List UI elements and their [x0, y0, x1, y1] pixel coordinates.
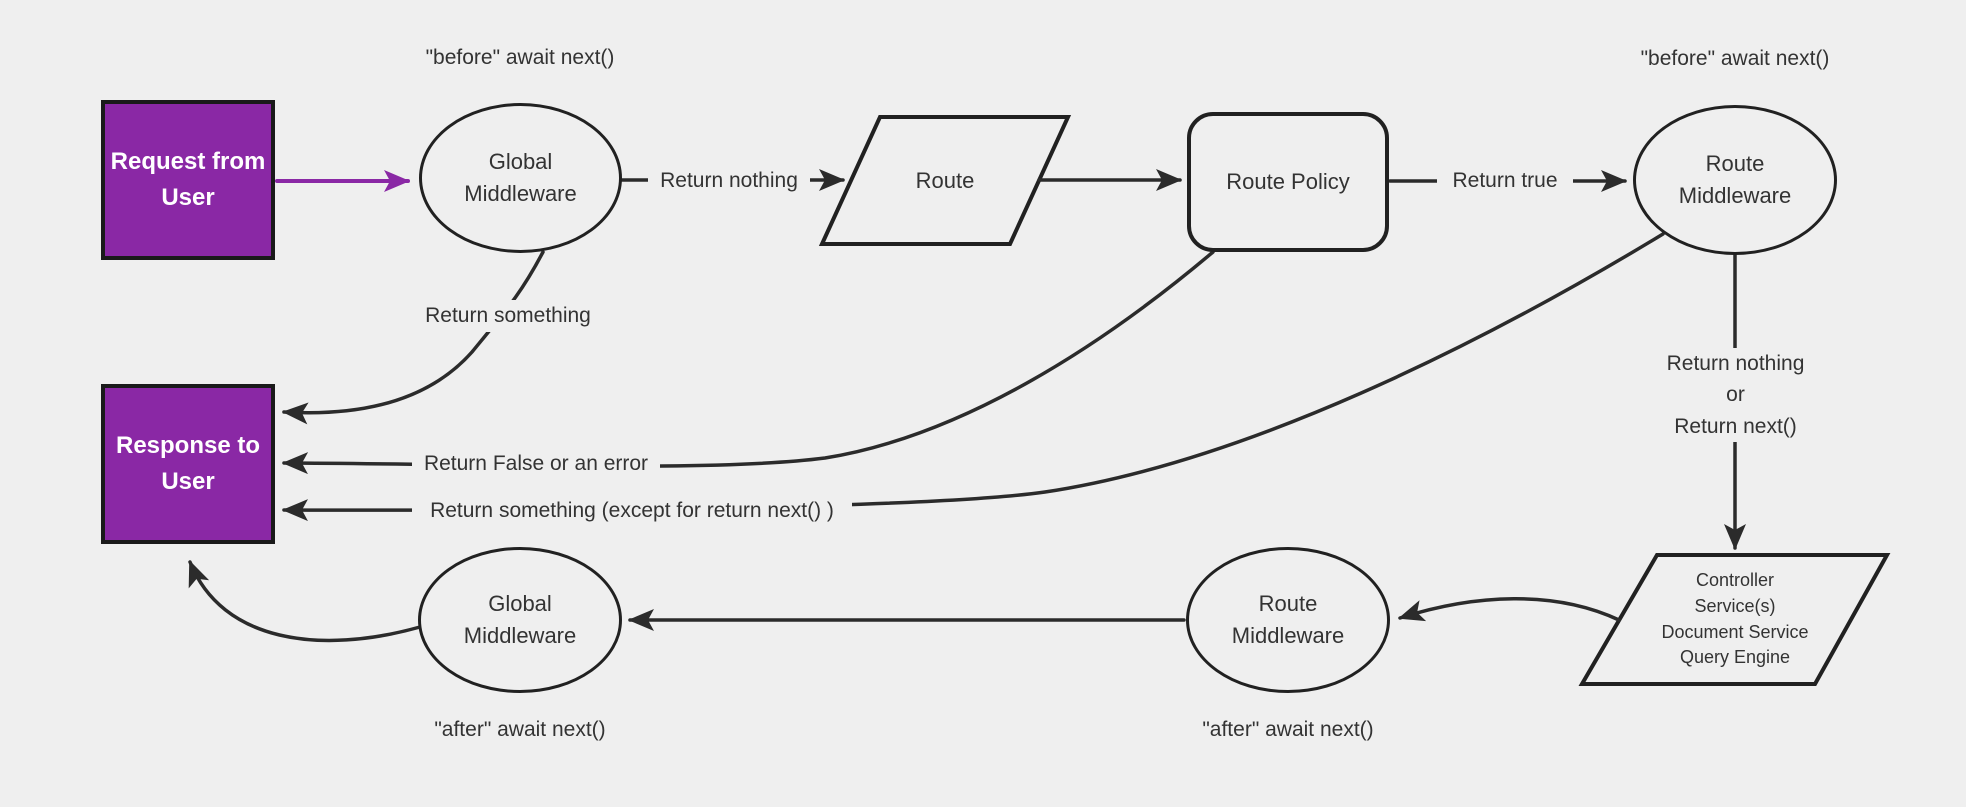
- route-middleware-top-node: [1633, 105, 1837, 255]
- before-await-next-label-right: "before" await next(): [1630, 43, 1840, 75]
- request-from-user-node: [101, 100, 275, 260]
- after-await-next-label-right: "after" await next(): [1183, 714, 1393, 746]
- request-from-user-label: Request from User: [110, 148, 266, 211]
- response-to-user-node: [101, 384, 275, 544]
- return-nothing-or-next-label: Return nothing or Return next(): [1648, 348, 1823, 442]
- return-something-except-label: Return something (except for return next…: [412, 495, 852, 527]
- edge-controller-to-route-middleware-bottom: [1398, 597, 1621, 622]
- return-something-label: Return something: [414, 300, 602, 332]
- response-to-user-label: Response to User: [115, 432, 261, 495]
- controller-services-label: Controller Service(s) Document Service Q…: [1661, 570, 1809, 668]
- after-await-next-label-left: "after" await next(): [415, 714, 625, 746]
- global-middleware-top-label: Global Middleware: [464, 149, 577, 206]
- route-middleware-bottom-node: [1186, 547, 1390, 693]
- edge-return-false-to-response: [282, 250, 1215, 475]
- route-middleware-bottom-label: Route Middleware: [1231, 591, 1345, 648]
- route-policy-node: [1187, 112, 1389, 252]
- global-middleware-bottom-label: Global Middleware: [463, 591, 577, 648]
- return-true-label: Return true: [1437, 165, 1573, 197]
- global-middleware-bottom-node: [418, 547, 622, 693]
- return-false-or-error-label: Return False or an error: [412, 448, 660, 480]
- route-middleware-top-label: Route Middleware: [1678, 151, 1792, 208]
- route-label: Route: [915, 167, 975, 193]
- before-await-next-label-left: "before" await next(): [415, 42, 625, 74]
- edge-return-something-to-response: [282, 250, 545, 425]
- return-nothing-label: Return nothing: [648, 165, 810, 197]
- edge-global-middleware-bottom-to-response: [188, 560, 422, 643]
- controller-parallelogram-shape: [1578, 553, 1891, 686]
- global-middleware-top-node: [419, 103, 622, 253]
- route-policy-label: Route Policy: [1226, 169, 1350, 195]
- route-parallelogram-shape: [818, 115, 1072, 246]
